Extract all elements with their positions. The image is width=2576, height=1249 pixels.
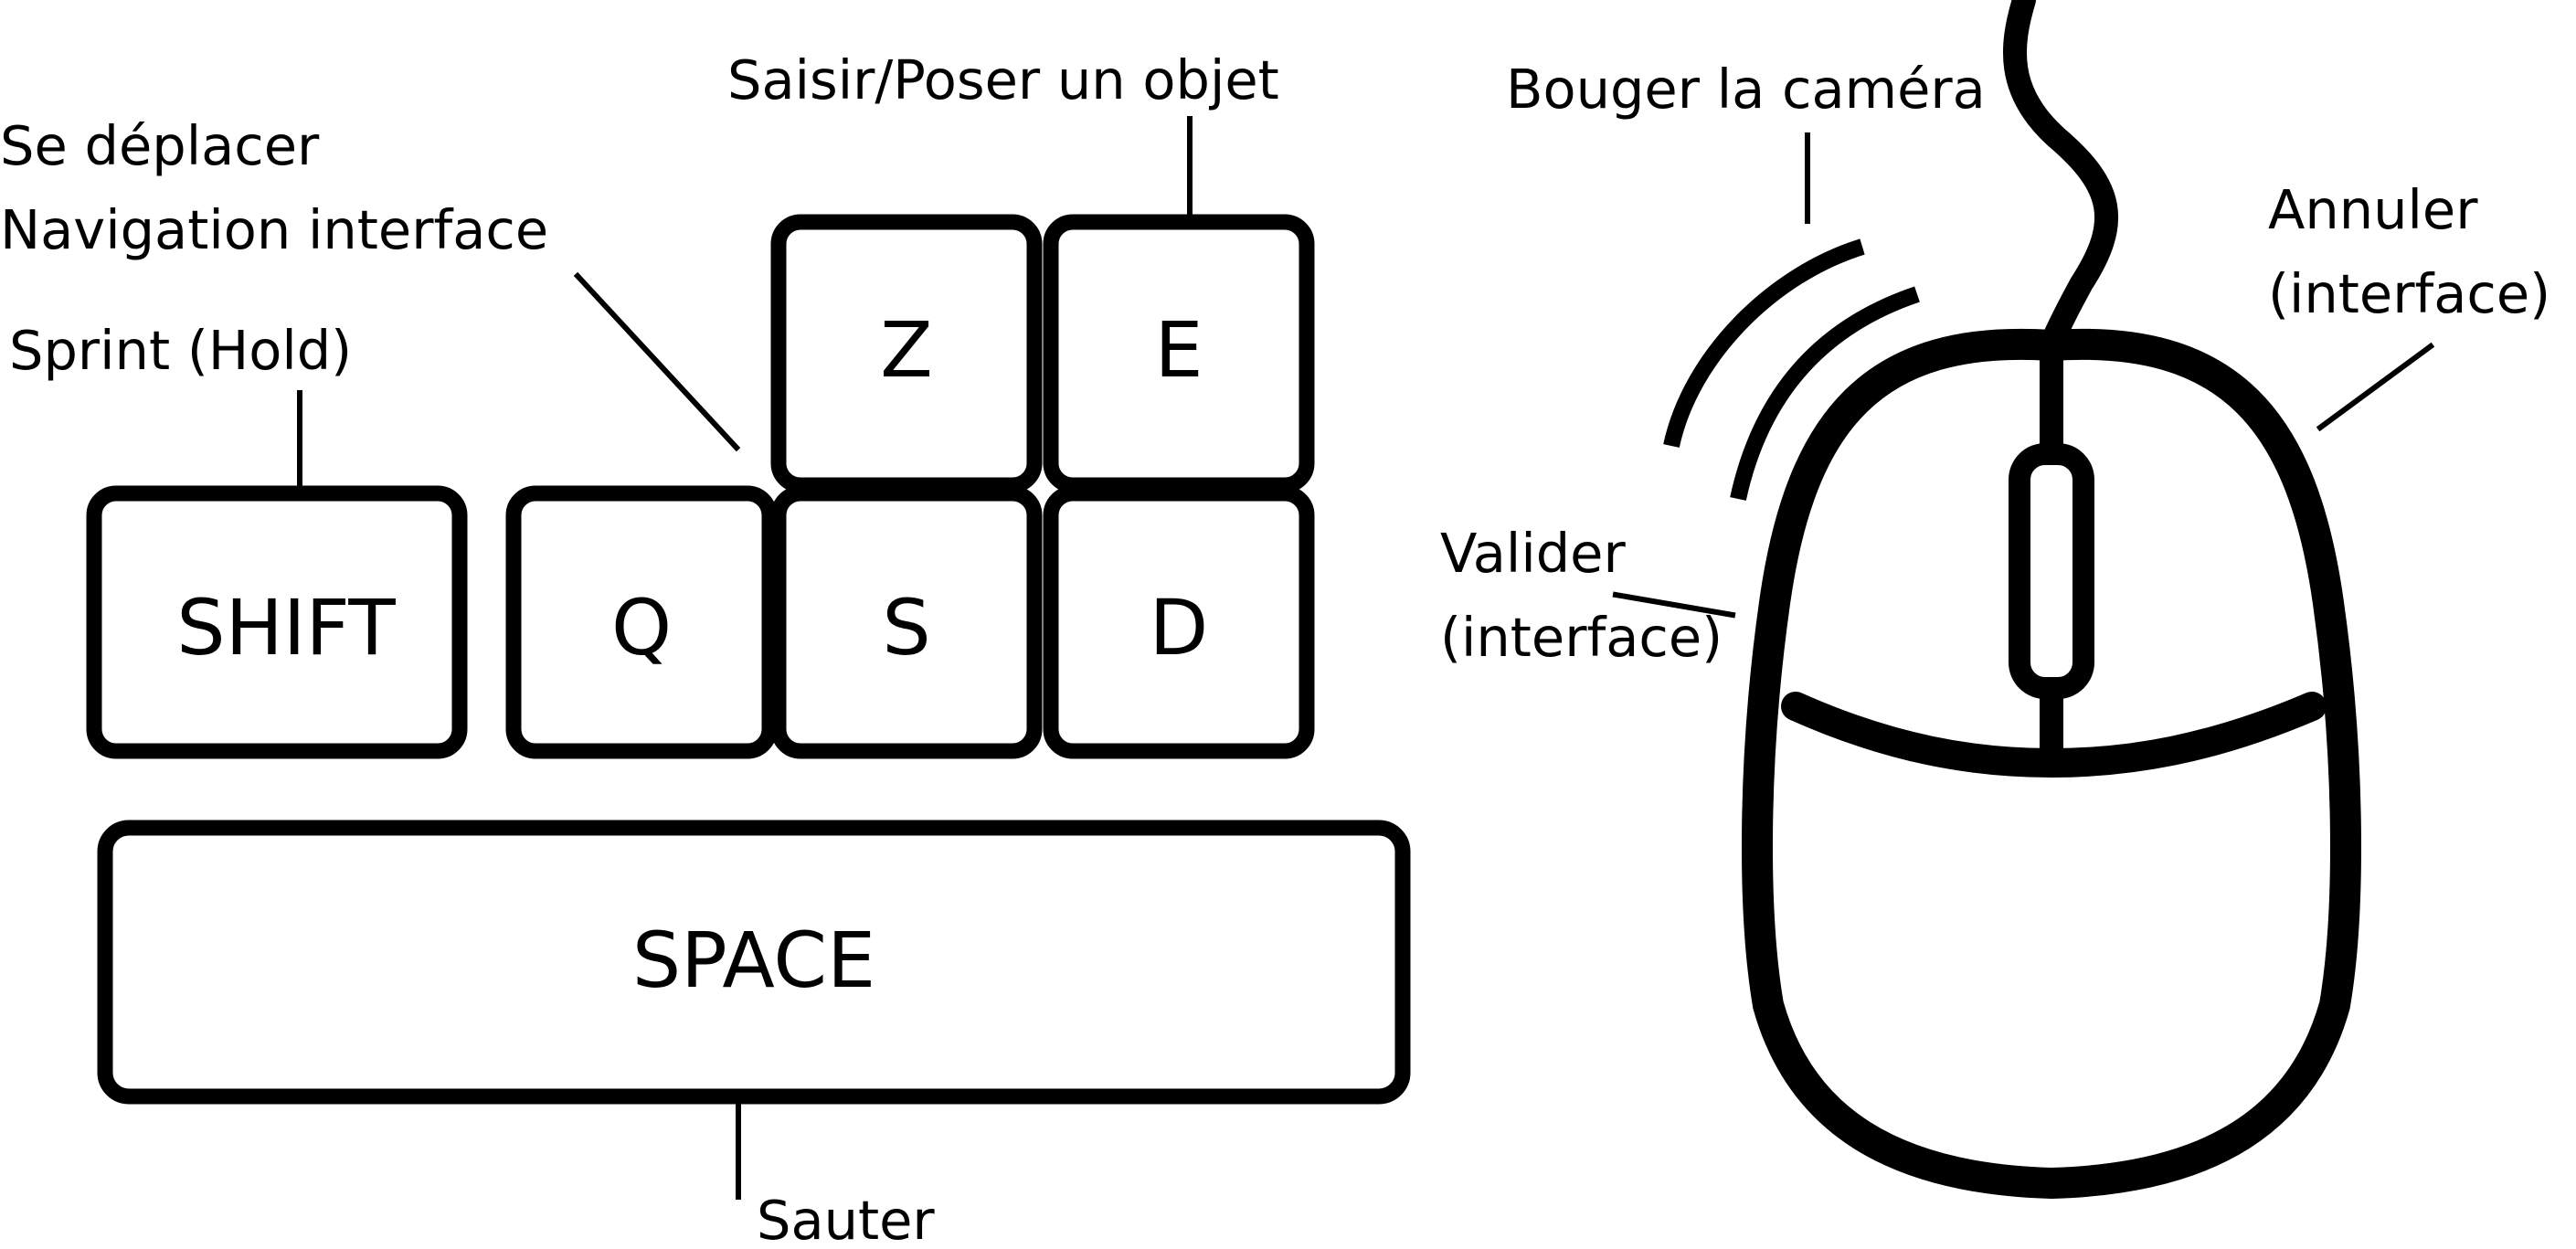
d-key: D xyxy=(1043,485,1315,759)
cancel-callout-line2: (interface) xyxy=(2268,262,2550,325)
validate-callout-line1: Valider xyxy=(1440,522,1626,585)
mouse-cable xyxy=(2003,0,2119,355)
e-key-label: E xyxy=(1154,305,1203,395)
move-leader xyxy=(573,271,741,452)
grab-callout: Saisir/Poser un objet xyxy=(727,48,1279,111)
keyboard-callouts: Sprint (Hold) Se déplacer Navigation int… xyxy=(0,48,1279,1249)
keyboard-leaders xyxy=(297,116,1193,1200)
q-key: Q xyxy=(505,485,778,759)
mouse-leaders xyxy=(1612,132,2435,619)
z-key-label: Z xyxy=(880,305,933,395)
s-key-label: S xyxy=(882,583,930,672)
move-callout-line1: Se déplacer xyxy=(0,114,320,177)
shift-key: SHIFT xyxy=(86,485,468,759)
e-key: E xyxy=(1043,214,1315,493)
validate-leader xyxy=(1612,591,1736,619)
move-callout-line2: Navigation interface xyxy=(0,198,548,261)
motion-arc-outer-icon xyxy=(1663,238,1865,448)
mouse-callouts: Bouger la caméra Valider (interface) Ann… xyxy=(1440,58,2550,669)
z-key: Z xyxy=(770,214,1043,493)
camera-callout: Bouger la caméra xyxy=(1506,58,1986,121)
q-key-label: Q xyxy=(611,583,672,672)
scroll-wheel xyxy=(2009,443,2094,699)
cancel-leader xyxy=(2316,342,2435,432)
space-key-label: SPACE xyxy=(632,916,875,1005)
s-key: S xyxy=(770,485,1043,759)
sprint-callout: Sprint (Hold) xyxy=(9,319,352,382)
jump-callout: Sauter xyxy=(757,1189,935,1249)
mouse-body xyxy=(1742,328,2361,1199)
d-key-label: D xyxy=(1150,583,1209,672)
keyboard: SHIFT Q Z E S D SPACE xyxy=(86,214,1411,1105)
space-key: SPACE xyxy=(97,820,1411,1105)
validate-callout-line2: (interface) xyxy=(1440,606,1723,669)
cancel-callout-line1: Annuler xyxy=(2268,178,2478,241)
mouse xyxy=(1663,0,2361,1199)
motion-arc-inner-icon xyxy=(1730,286,1920,501)
shift-key-label: SHIFT xyxy=(176,583,396,672)
